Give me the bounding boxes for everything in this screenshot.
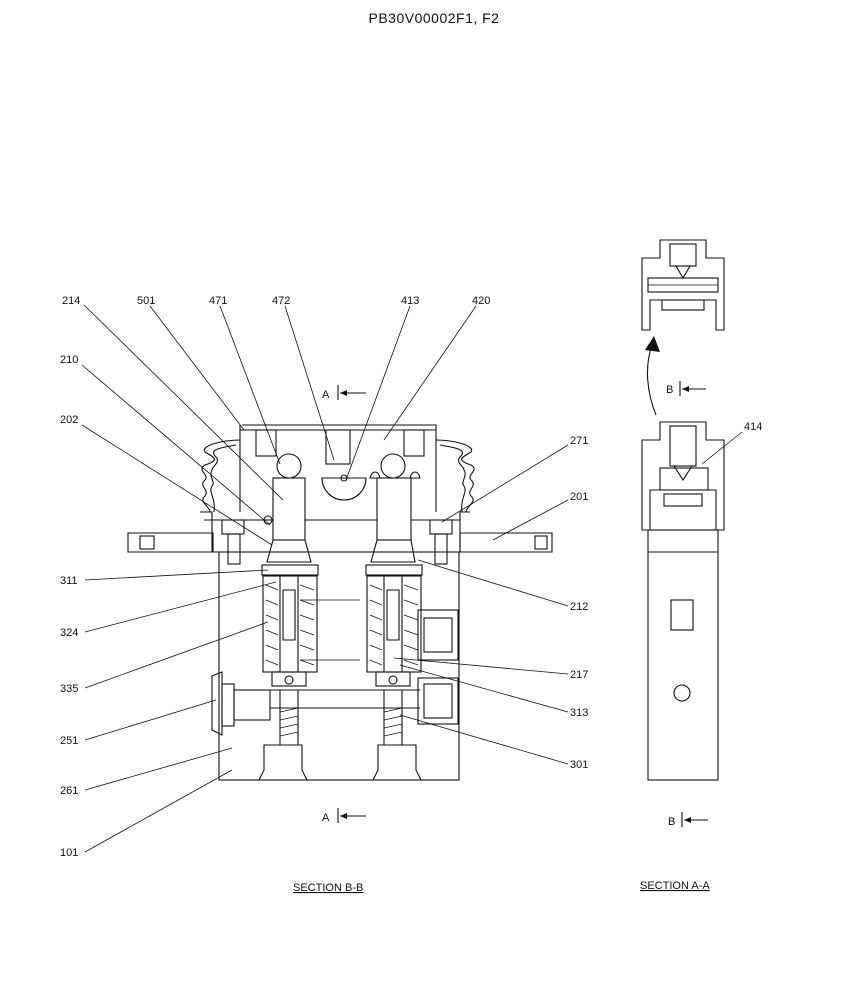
part-label-420: 420 bbox=[472, 295, 490, 307]
part-label-271: 271 bbox=[570, 435, 588, 447]
cut-b-bottom-label: B bbox=[668, 816, 675, 828]
drawing-title: PB30V00002F1, F2 bbox=[368, 10, 500, 26]
part-label-501: 501 bbox=[137, 295, 155, 307]
leader-lines bbox=[81, 304, 743, 853]
right-plunger-assembly bbox=[365, 453, 453, 746]
part-label-311: 311 bbox=[60, 575, 78, 587]
section-aa-top-view bbox=[641, 239, 725, 331]
cover-housing bbox=[201, 424, 475, 513]
section-bb-caption: SECTION B-B bbox=[293, 882, 363, 894]
part-label-324: 324 bbox=[60, 627, 78, 639]
part-label-335: 335 bbox=[60, 683, 78, 695]
cut-marker-a-bottom: A bbox=[322, 808, 366, 824]
part-label-101: 101 bbox=[60, 847, 78, 859]
cut-marker-a-top: A bbox=[322, 385, 366, 401]
part-label-413: 413 bbox=[401, 295, 419, 307]
part-label-301: 301 bbox=[570, 759, 588, 771]
section-aa-side-view bbox=[641, 421, 725, 781]
part-label-202: 202 bbox=[60, 414, 78, 426]
part-label-214: 214 bbox=[62, 295, 80, 307]
side-plug bbox=[211, 671, 271, 736]
part-label-217: 217 bbox=[570, 669, 588, 681]
cut-marker-b-bottom: B bbox=[668, 812, 708, 828]
section-aa-caption: SECTION A-A bbox=[640, 880, 710, 892]
part-label-212: 212 bbox=[570, 601, 588, 613]
part-label-313: 313 bbox=[570, 707, 588, 719]
part-label-471: 471 bbox=[209, 295, 227, 307]
part-label-472: 472 bbox=[272, 295, 290, 307]
left-plunger-assembly bbox=[221, 453, 319, 746]
cut-b-top-label: B bbox=[666, 384, 673, 396]
section-bb-body bbox=[127, 511, 553, 781]
part-label-210: 210 bbox=[60, 354, 78, 366]
part-label-261: 261 bbox=[60, 785, 78, 797]
cut-a-top-label: A bbox=[322, 389, 330, 401]
part-label-201: 201 bbox=[570, 491, 588, 503]
part-label-251: 251 bbox=[60, 735, 78, 747]
part-label-414: 414 bbox=[744, 421, 762, 433]
part-labels: 214 501 471 472 413 420 210 202 271 201 … bbox=[60, 295, 762, 859]
rotation-arrow bbox=[645, 336, 660, 416]
cut-a-bottom-label: A bbox=[322, 812, 330, 824]
cut-marker-b-top: B bbox=[666, 381, 706, 396]
